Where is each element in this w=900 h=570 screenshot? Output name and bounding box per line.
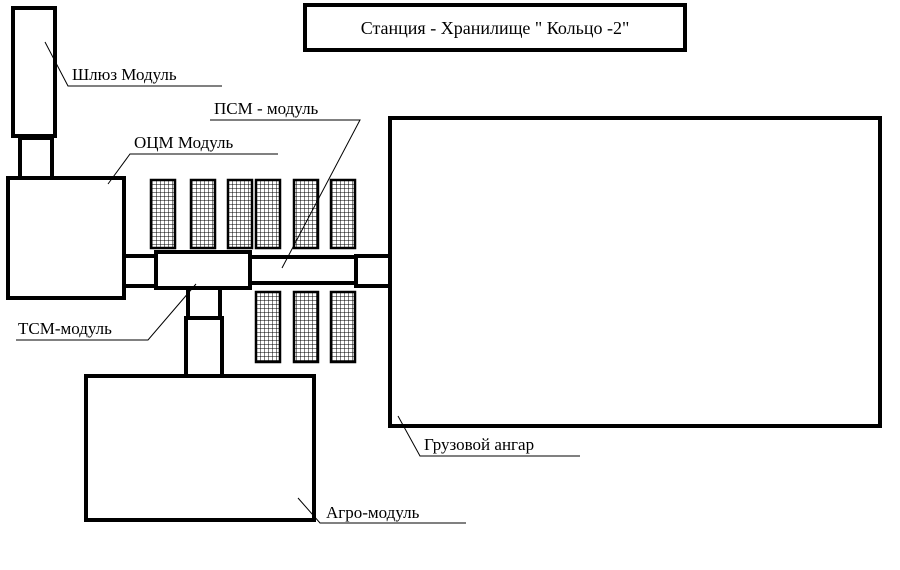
leader-tsm (16, 283, 197, 341)
label-cargo: Грузовой ангар (424, 435, 534, 454)
leader-airlock (44, 41, 222, 87)
tsm-down-corridor (186, 286, 222, 320)
agro-module (84, 374, 316, 522)
label-psm: ПСМ - модуль (214, 99, 319, 118)
label-otsm: ОЦМ Модуль (134, 133, 234, 152)
leader-otsm (107, 153, 278, 185)
leader-psm (210, 119, 361, 269)
upper-solar-panels (149, 178, 357, 250)
right-docking-port (354, 254, 392, 288)
label-agro: Агро-модуль (326, 503, 420, 522)
agro-connector (184, 316, 224, 378)
left-docking-port (122, 254, 158, 288)
tsm-module (154, 250, 252, 290)
lower-solar-panels (254, 290, 357, 364)
solar-panel (292, 290, 320, 364)
title-frame (303, 3, 687, 52)
airlock-connector (18, 136, 54, 180)
cargo-hangar (388, 116, 882, 428)
solar-panel (254, 178, 282, 250)
label-airlock: Шлюз Модуль (72, 65, 177, 84)
leader-agro (297, 497, 466, 524)
title-text: Станция - Хранилище " Кольцо -2" (361, 18, 630, 38)
psm-corridor (248, 255, 358, 285)
solar-panel (149, 178, 177, 250)
solar-panel (329, 178, 357, 250)
solar-panel (226, 178, 254, 250)
otsm-module (6, 176, 126, 300)
airlock-module (11, 6, 57, 138)
leader-cargo (397, 415, 580, 457)
label-tsm: ТСМ-модуль (18, 319, 112, 338)
solar-panel (189, 178, 217, 250)
solar-panel (254, 290, 282, 364)
solar-panel (329, 290, 357, 364)
